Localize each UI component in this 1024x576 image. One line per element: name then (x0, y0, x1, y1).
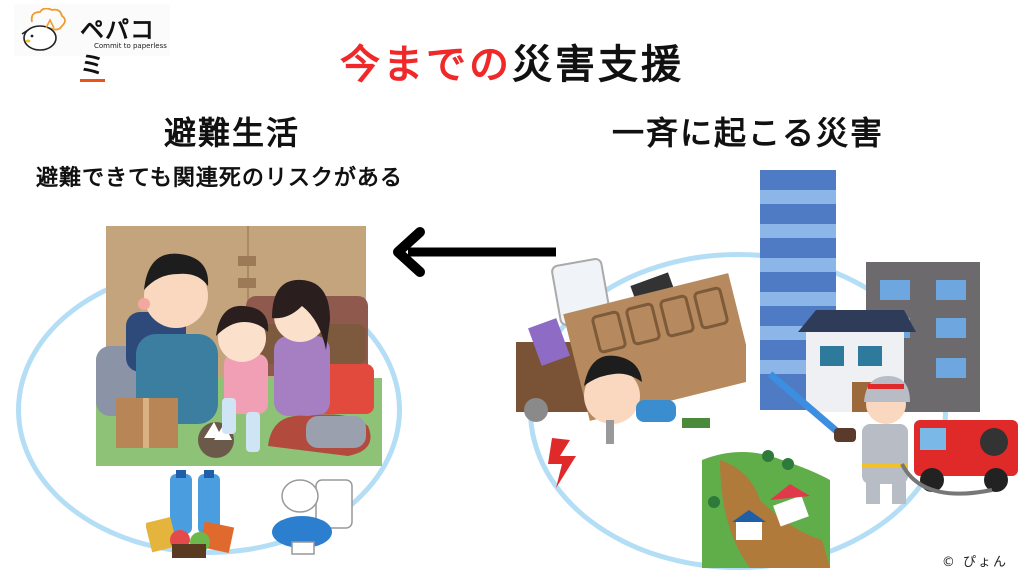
mascot-icon (21, 8, 66, 51)
logo-tagline: Commit to paperless (94, 42, 167, 50)
slide-title: 今までの災害支援 (0, 32, 1024, 90)
portable-toilet-illustration (272, 479, 353, 555)
left-arrow-icon (393, 227, 556, 277)
left-subtext: 避難できても関連死のリスクがある (36, 166, 403, 191)
illustration-credit: © ぴょん (941, 555, 1008, 570)
logo-name: ペパコミ (80, 10, 170, 82)
logo: ペパコミ Commit to paperless (14, 4, 170, 82)
landslide-illustration (702, 450, 830, 568)
title-red-part: 今までの (340, 42, 512, 88)
right-heading: 一斉に起こる災害 (612, 114, 885, 152)
firefighter-fire-truck-illustration (767, 371, 1018, 504)
left-heading: 避難生活 (164, 114, 301, 152)
emergency-supplies-illustration (146, 470, 235, 558)
earthquake-trapped-person-illustration (516, 258, 746, 488)
title-black-part: 災害支援 (512, 42, 684, 88)
evacuation-family-illustration (96, 226, 382, 466)
